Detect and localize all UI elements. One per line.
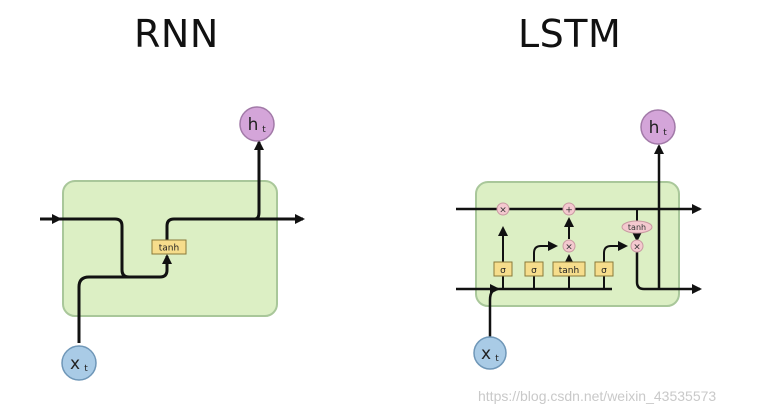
lstm-cell-tanh-label: tanh xyxy=(628,223,646,232)
lstm-cell-box xyxy=(475,181,680,307)
lstm-input-multiply-op xyxy=(562,239,576,253)
lstm-candidate-block xyxy=(552,261,586,277)
lstm-cell-tanh-op xyxy=(621,220,653,234)
rnn-title: RNN xyxy=(134,12,219,56)
lstm-output-subscript: t xyxy=(663,128,667,138)
lstm-forget-gate-label: σ xyxy=(500,266,506,276)
lstm-input-multiply-label: × xyxy=(565,243,573,253)
lstm-add-op xyxy=(562,202,576,216)
lstm-input-gate-label: σ xyxy=(531,266,537,276)
lstm-output-node xyxy=(640,109,676,145)
lstm-add-label: + xyxy=(565,206,573,216)
lstm-output-label: h xyxy=(649,118,660,138)
watermark: https://blog.csdn.net/weixin_43535573 xyxy=(478,388,717,404)
lstm-diagram: σ σ tanh σ × + × × tanh x t h t xyxy=(456,109,702,370)
rnn-output-node xyxy=(239,106,275,142)
lstm-output-gate-arrow xyxy=(603,241,628,289)
lstm-output-gate-label: σ xyxy=(601,266,607,276)
lstm-hidden-out-arrow xyxy=(635,252,702,294)
rnn-diagram: tanh x t h t xyxy=(40,106,305,381)
rnn-output-subscript: t xyxy=(262,125,266,135)
lstm-output-gate-block xyxy=(594,261,614,277)
rnn-output-label: h xyxy=(248,115,259,135)
rnn-tanh-label: tanh xyxy=(159,244,179,254)
lstm-input-node xyxy=(473,336,507,370)
rnn-tanh-block xyxy=(151,239,187,255)
rnn-input-node xyxy=(61,345,97,381)
rnn-output-arrow xyxy=(254,140,264,221)
rnn-input-subscript: t xyxy=(84,364,88,374)
lstm-forget-multiply-label: × xyxy=(499,206,507,216)
lstm-output-multiply-label: × xyxy=(633,243,641,253)
rnn-input-label: x xyxy=(70,354,80,374)
lstm-forget-multiply-op xyxy=(496,202,510,216)
lstm-input-label: x xyxy=(481,344,491,364)
lstm-candidate-label: tanh xyxy=(559,266,579,276)
lstm-input-path xyxy=(488,287,499,342)
rnn-input-path xyxy=(77,275,160,343)
lstm-title: LSTM xyxy=(518,12,622,56)
lstm-input-gate-arrow xyxy=(533,241,558,289)
lstm-output-multiply-op xyxy=(630,239,644,253)
lstm-input-gate-block xyxy=(524,261,544,277)
lstm-forget-gate-block xyxy=(493,261,513,277)
lstm-input-subscript: t xyxy=(495,354,499,364)
rnn-merge-arrow xyxy=(159,254,172,279)
rnn-tanh-out-path xyxy=(165,217,255,240)
